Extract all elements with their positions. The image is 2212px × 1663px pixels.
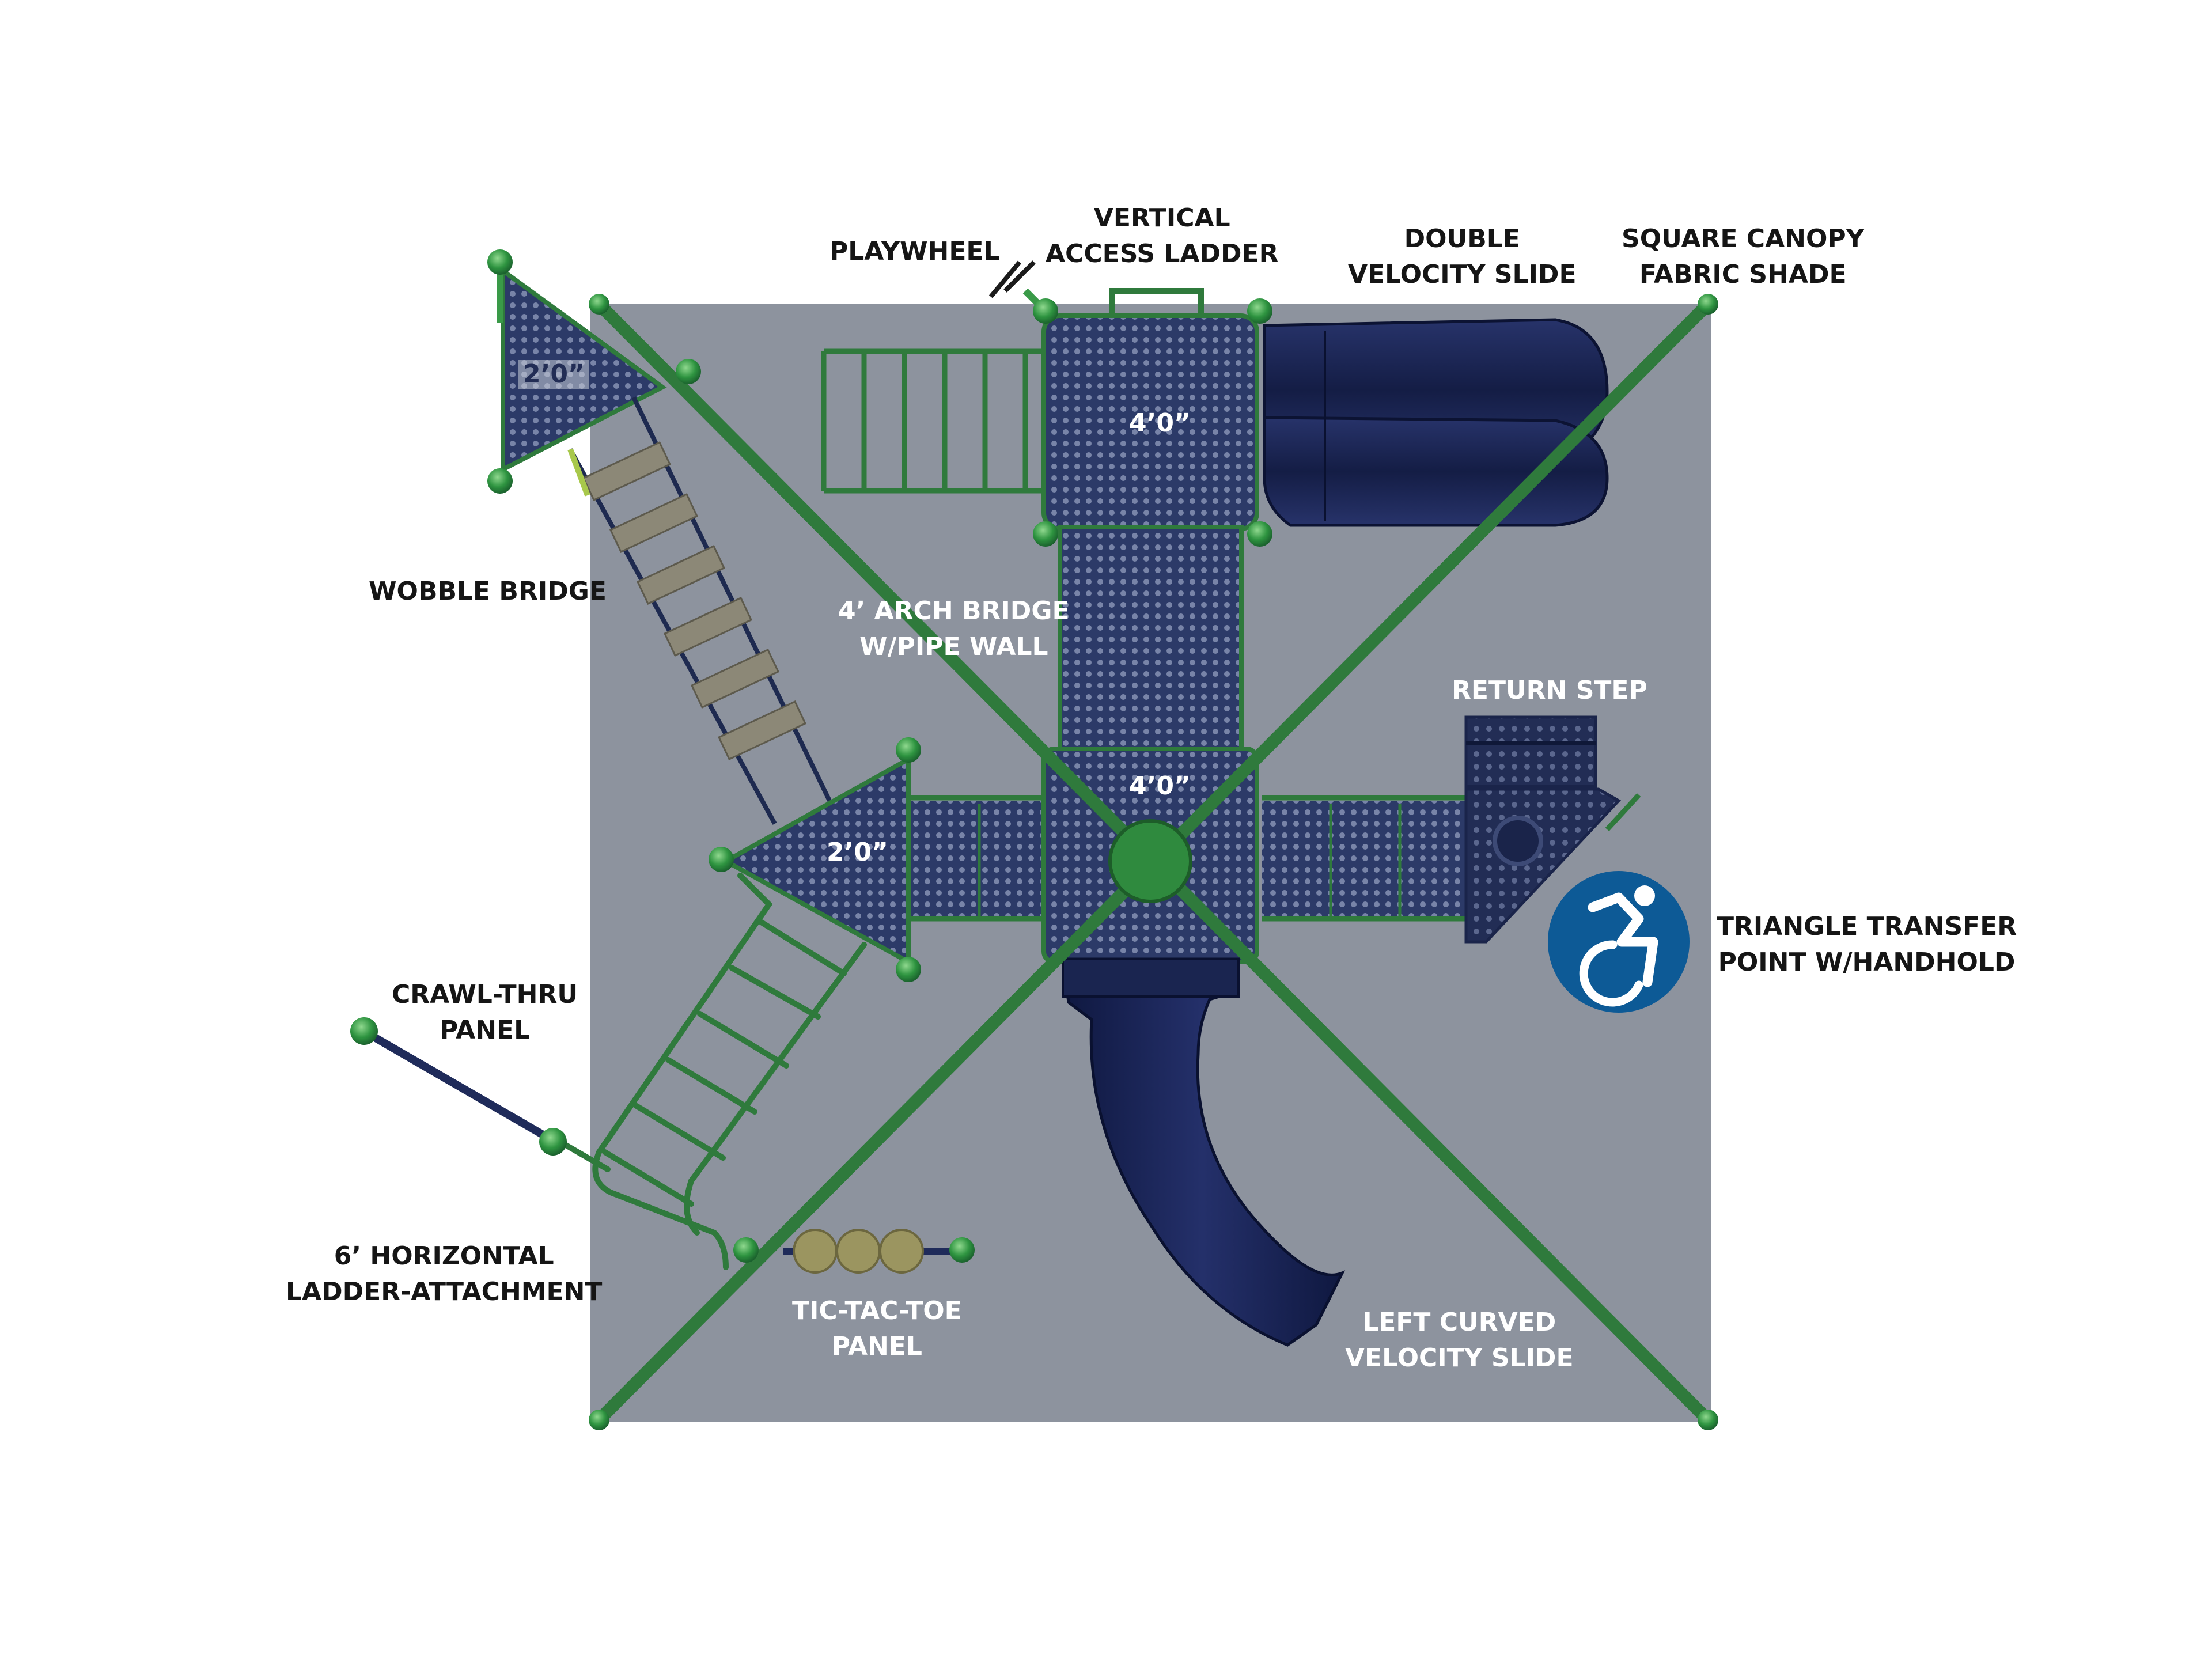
left-triangle-deck [721, 755, 911, 966]
post [1033, 298, 1058, 324]
post [539, 1128, 567, 1156]
post [1247, 521, 1272, 547]
label-wobble-bridge: WOBBLE BRIDGE [369, 577, 607, 606]
label-left-curved-slide: LEFT CURVED VELOCITY SLIDE [1345, 1308, 1574, 1373]
tic-tac-toe-panel [783, 1229, 965, 1274]
post [709, 847, 734, 872]
label-triangle-transfer: TRIANGLE TRANSFER POINT W/HANDHOLD [1717, 912, 2017, 977]
right-walkway [1262, 795, 1469, 922]
left-walkway [907, 795, 1046, 922]
post [487, 468, 513, 494]
return-step [1464, 715, 1597, 788]
label-return-step: RETURN STEP [1452, 676, 1647, 705]
horizontal-ladder-attachment [550, 873, 867, 1270]
label-horizontal-ladder: 6’ HORIZONTAL LADDER-ATTACHMENT [286, 1241, 603, 1306]
post [733, 1237, 759, 1263]
posts [350, 249, 1718, 1430]
post [487, 249, 513, 275]
dimension-left-triangle-deck: 2’0” [827, 838, 888, 867]
label-double-velocity-slide: DOUBLE VELOCITY SLIDE [1348, 224, 1577, 289]
post [896, 957, 921, 982]
center-hub [1108, 819, 1192, 903]
label-square-canopy: SQUARE CANOPY FABRIC SHADE [1622, 224, 1865, 289]
label-crawl-thru: CRAWL-THRU PANEL [392, 980, 578, 1045]
label-tic-tac-toe: TIC-TAC-TOE PANEL [792, 1296, 962, 1361]
post [896, 737, 921, 763]
top-ladder [821, 348, 1046, 494]
post [1033, 521, 1058, 547]
arch-bridge [1058, 525, 1244, 754]
wobble-bridge [567, 396, 832, 825]
dimension-center-deck: 4’0” [1129, 771, 1191, 801]
label-arch-bridge: 4’ ARCH BRIDGE W/PIPE WALL [838, 596, 1070, 661]
post [1247, 298, 1272, 324]
vertical-access-ladder [1109, 288, 1204, 316]
post [589, 294, 609, 315]
crawl-thru-panel [365, 1030, 557, 1145]
dimension-upper-triangle-deck: 2’0” [518, 360, 589, 389]
label-vertical-access-ladder: VERTICAL ACCESS LADDER [1046, 203, 1279, 268]
post [676, 359, 701, 384]
post [589, 1410, 609, 1430]
accessibility-wheelchair-icon [1548, 871, 1690, 1013]
label-playwheel: PLAYWHEEL [830, 237, 1000, 266]
post [1698, 294, 1718, 315]
dimension-top-deck: 4’0” [1129, 408, 1191, 438]
triangle-transfer-point [1464, 715, 1641, 944]
left-curved-velocity-slide [1061, 957, 1346, 1347]
post [949, 1237, 975, 1263]
post [1698, 1410, 1718, 1430]
double-velocity-slide [1263, 318, 1609, 527]
post [350, 1017, 378, 1045]
